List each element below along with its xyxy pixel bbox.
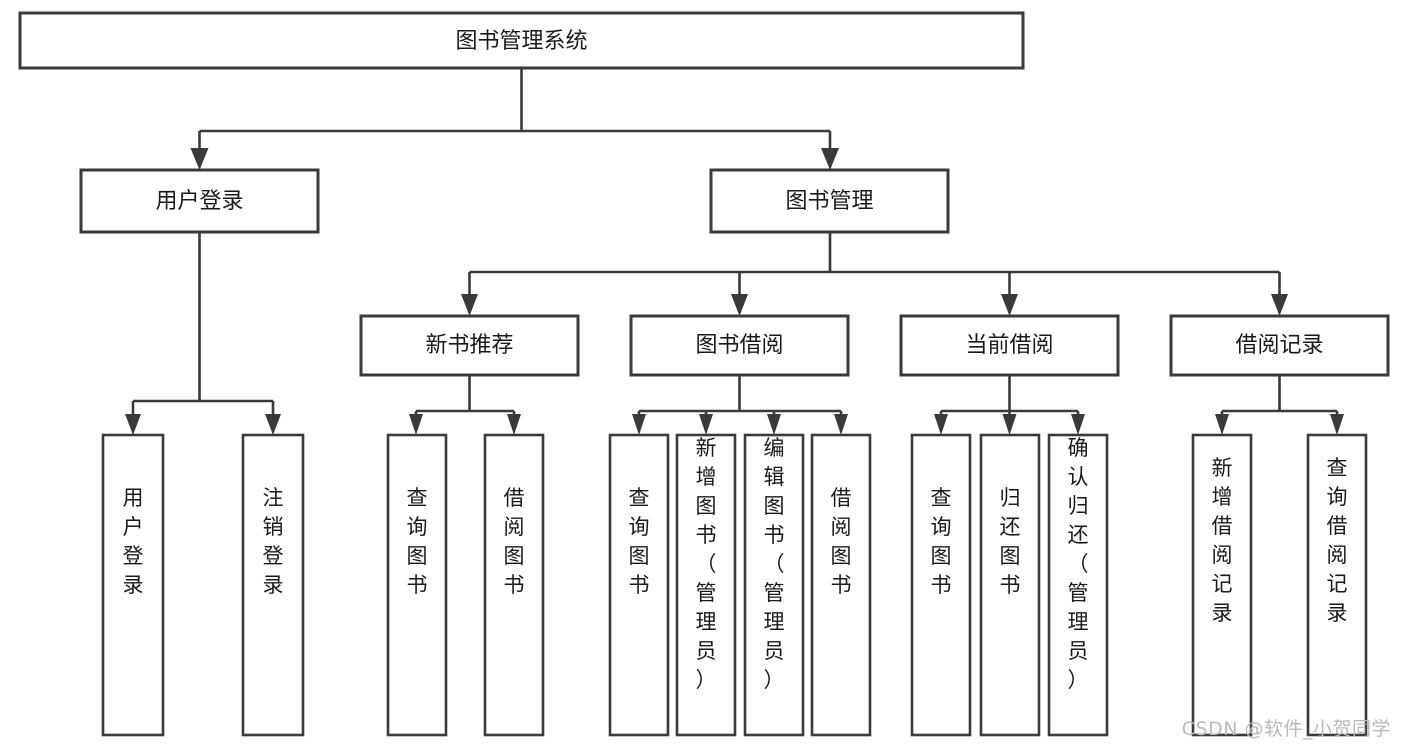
- leaf-current-borrow-2[interactable]: 归还图书: [979, 433, 1041, 737]
- leaf-current-borrow-3-box[interactable]: [1047, 433, 1109, 737]
- arrow-book-borrow-leaf-4: [834, 414, 848, 435]
- arrow-to-current-borrow: [1001, 294, 1018, 316]
- leaf-borrow-record-2-label: 查询借阅记录: [1327, 456, 1348, 625]
- leaf-borrow-record-1[interactable]: 新增借阅记录: [1191, 433, 1253, 737]
- leaf-borrow-record-1-label: 新增借阅记录: [1212, 456, 1233, 625]
- leaf-user-login-1-label: 用户登录: [123, 486, 144, 597]
- leaf-new-book-2[interactable]: 借阅图书: [483, 433, 545, 737]
- leaf-current-borrow-1[interactable]: 查询图书: [910, 433, 972, 737]
- node-borrow-record[interactable]: 借阅记录: [1169, 314, 1390, 377]
- arrow-borrow-record-leaf-2: [1330, 414, 1344, 435]
- arrow-new-book-leaf-2: [507, 414, 521, 435]
- leaf-book-borrow-1[interactable]: 查询图书: [608, 433, 670, 737]
- leaf-user-login-2-box[interactable]: [241, 433, 305, 737]
- leaf-book-borrow-4-box[interactable]: [810, 433, 872, 737]
- arrow-to-user-login: [190, 148, 209, 170]
- leaf-user-login-1[interactable]: 用户登录: [101, 433, 165, 737]
- leaf-borrow-record-2[interactable]: 查询借阅记录: [1306, 433, 1368, 737]
- leaf-current-borrow-1-box[interactable]: [910, 433, 972, 737]
- arrow-current-borrow-leaf-1: [934, 414, 948, 435]
- node-borrow-record-box[interactable]: [1169, 314, 1390, 377]
- arrow-to-new-book: [461, 294, 478, 316]
- leaf-book-borrow-3-box[interactable]: [743, 433, 805, 737]
- node-user-login[interactable]: 用户登录: [79, 168, 320, 234]
- arrow-book-borrow-leaf-1: [632, 414, 646, 435]
- arrow-borrow-record-leaf-1: [1215, 414, 1229, 435]
- leaf-book-borrow-3-label: 编辑图书（管理员）: [764, 436, 785, 692]
- node-book-borrow-box[interactable]: [629, 314, 850, 377]
- leaf-current-borrow-2-label: 归还图书: [1000, 486, 1021, 597]
- node-book-manage[interactable]: 图书管理: [709, 168, 950, 234]
- node-new-book-recommend[interactable]: 新书推荐: [359, 314, 580, 377]
- node-borrow-record-label: 借阅记录: [1235, 333, 1323, 358]
- arrow-to-book-manage: [821, 148, 839, 170]
- node-book-manage-label: 图书管理: [785, 189, 873, 214]
- leaf-user-login-2-label: 注销登录: [263, 486, 284, 597]
- leaf-book-borrow-3[interactable]: 编辑图书（管理员）: [743, 433, 805, 737]
- leaf-borrow-record-1-box[interactable]: [1191, 433, 1253, 737]
- node-root-box[interactable]: [18, 11, 1025, 70]
- connector-layer: [125, 68, 1344, 435]
- leaf-current-borrow-1-label: 查询图书: [931, 486, 952, 597]
- node-current-borrow-label: 当前借阅: [965, 333, 1053, 358]
- arrow-book-borrow-leaf-3: [767, 414, 781, 435]
- leaf-book-borrow-1-box[interactable]: [608, 433, 670, 737]
- node-book-borrow-label: 图书借阅: [695, 333, 783, 358]
- arrow-to-book-borrow: [731, 294, 748, 316]
- arrow-book-borrow-leaf-2: [699, 414, 713, 435]
- leaf-new-book-1-label: 查询图书: [407, 486, 428, 597]
- arrow-to-borrow-record: [1271, 294, 1288, 316]
- arrow-user-login-leaf-2: [265, 414, 281, 435]
- arrow-user-login-leaf-1: [125, 414, 141, 435]
- leaf-book-borrow-4-label: 借阅图书: [831, 486, 852, 597]
- leaf-new-book-1[interactable]: 查询图书: [386, 433, 448, 737]
- node-user-login-box[interactable]: [79, 168, 320, 234]
- leaf-new-book-1-box[interactable]: [386, 433, 448, 737]
- node-book-borrow[interactable]: 图书借阅: [629, 314, 850, 377]
- leaf-new-book-2-box[interactable]: [483, 433, 545, 737]
- node-new-book-recommend-box[interactable]: [359, 314, 580, 377]
- node-root[interactable]: 图书管理系统: [18, 11, 1025, 70]
- arrow-current-borrow-leaf-2: [1002, 414, 1017, 435]
- node-current-borrow-box[interactable]: [899, 314, 1120, 377]
- leaf-borrow-record-2-box[interactable]: [1306, 433, 1368, 737]
- arrow-new-book-leaf-1: [409, 414, 423, 435]
- leaf-book-borrow-2[interactable]: 新增图书（管理员）: [675, 433, 737, 737]
- leaf-book-borrow-2-box[interactable]: [675, 433, 737, 737]
- leaf-current-borrow-2-box[interactable]: [979, 433, 1041, 737]
- leaf-new-book-2-label: 借阅图书: [504, 486, 525, 597]
- node-book-manage-box[interactable]: [709, 168, 950, 234]
- arrow-current-borrow-leaf-3: [1071, 414, 1085, 435]
- leaf-current-borrow-3-label: 确认归还（管理员）: [1068, 436, 1089, 692]
- leaf-book-borrow-1-label: 查询图书: [629, 486, 650, 597]
- node-current-borrow[interactable]: 当前借阅: [899, 314, 1120, 377]
- leaf-user-login-2[interactable]: 注销登录: [241, 433, 305, 737]
- leaf-current-borrow-3[interactable]: 确认归还（管理员）: [1047, 433, 1109, 737]
- node-root-label: 图书管理系统: [455, 29, 587, 54]
- leaf-book-borrow-4[interactable]: 借阅图书: [810, 433, 872, 737]
- node-user-login-label: 用户登录: [155, 189, 243, 214]
- leaf-user-login-1-box[interactable]: [101, 433, 165, 737]
- node-new-book-recommend-label: 新书推荐: [425, 333, 513, 358]
- leaf-book-borrow-2-label: 新增图书（管理员）: [696, 436, 717, 692]
